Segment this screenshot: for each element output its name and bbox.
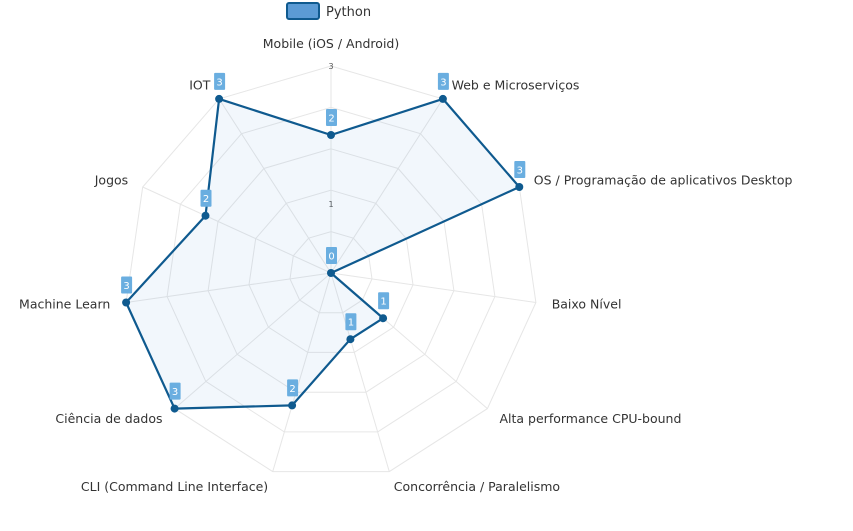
tick-label: 3 (328, 62, 333, 71)
axis-label: CLI (Command Line Interface) (81, 479, 268, 494)
axis-label: Baixo Nível (552, 297, 622, 312)
legend-label-python: Python (326, 5, 371, 20)
data-label: 3 (121, 276, 133, 294)
series-python (122, 94, 524, 413)
data-label-box (121, 276, 133, 294)
data-label-box (200, 189, 212, 207)
axis-label: Mobile (iOS / Android) (263, 36, 399, 51)
data-label: 2 (326, 109, 337, 126)
data-label: 3 (169, 382, 181, 400)
data-label-box (437, 72, 449, 90)
data-label-text: 3 (216, 77, 222, 88)
data-label-box (345, 313, 357, 331)
axis-label: Jogos (94, 172, 128, 187)
data-label-text: 3 (123, 281, 129, 292)
data-label-box (287, 379, 299, 397)
data-point (201, 211, 210, 220)
data-label-text: 3 (517, 166, 523, 177)
data-label-text: 2 (289, 384, 295, 395)
axis-label: Concorrência / Paralelismo (394, 479, 560, 494)
axis-label: Alta performance CPU-bound (500, 411, 682, 426)
data-label-text: 1 (348, 318, 354, 329)
grid-spoke (330, 272, 390, 472)
data-label-text: 3 (440, 77, 446, 88)
series-line (124, 97, 521, 410)
data-label: 1 (378, 292, 390, 310)
data-labels: 2 3 3 0 1 1 2 3 3 2 3 (121, 72, 526, 400)
data-label: 3 (514, 161, 526, 178)
data-point (438, 94, 447, 103)
tick-label: 1 (328, 200, 333, 209)
axis-label: Machine Learn (19, 297, 110, 312)
data-label-text: 0 (328, 252, 334, 263)
data-point (288, 401, 297, 410)
data-point (327, 269, 335, 277)
data-point (515, 183, 524, 191)
data-label-box (378, 292, 390, 310)
axis-labels: Mobile (iOS / Android) Web e Microserviço… (19, 36, 792, 494)
data-point (327, 131, 335, 139)
data-point (215, 94, 224, 103)
grid-spoke (174, 272, 332, 409)
axis-label: Ciência de dados (55, 411, 162, 426)
axis-label: IOT (189, 77, 211, 92)
data-label-text: 2 (203, 194, 209, 205)
grid-spoke (272, 272, 332, 472)
data-point (379, 314, 388, 323)
data-label-box (326, 247, 337, 264)
data-label: 3 (214, 72, 226, 90)
axis-label: OS / Programação de aplicativos Desktop (534, 172, 793, 187)
grid-spoke (330, 98, 444, 274)
data-label-text: 3 (172, 387, 178, 398)
data-label: 2 (287, 379, 299, 397)
data-label: 1 (345, 313, 357, 331)
legend: Python (286, 2, 371, 20)
data-label-box (214, 72, 226, 90)
grid-ring (289, 231, 373, 314)
grid-spoke (218, 98, 332, 274)
data-label-box (514, 161, 526, 178)
data-label-box (169, 382, 181, 400)
data-label-box (326, 109, 337, 126)
data-label: 2 (200, 189, 212, 207)
grid-spoke (142, 186, 332, 274)
data-label: 3 (437, 72, 449, 90)
axis-label: Web e Microserviços (452, 77, 580, 92)
data-label-text: 1 (380, 297, 386, 308)
data-point (122, 298, 131, 307)
legend-swatch-python (286, 2, 320, 20)
grid-ring (248, 189, 414, 353)
grid-spoke (126, 272, 332, 303)
grid-ring (166, 106, 496, 433)
data-point (346, 335, 355, 344)
data-point (170, 404, 179, 413)
grid-spoke (330, 272, 536, 303)
data-label: 0 (326, 247, 337, 264)
grid-ring (207, 148, 455, 393)
data-label-text: 2 (328, 114, 334, 125)
radar-grid (125, 65, 537, 473)
